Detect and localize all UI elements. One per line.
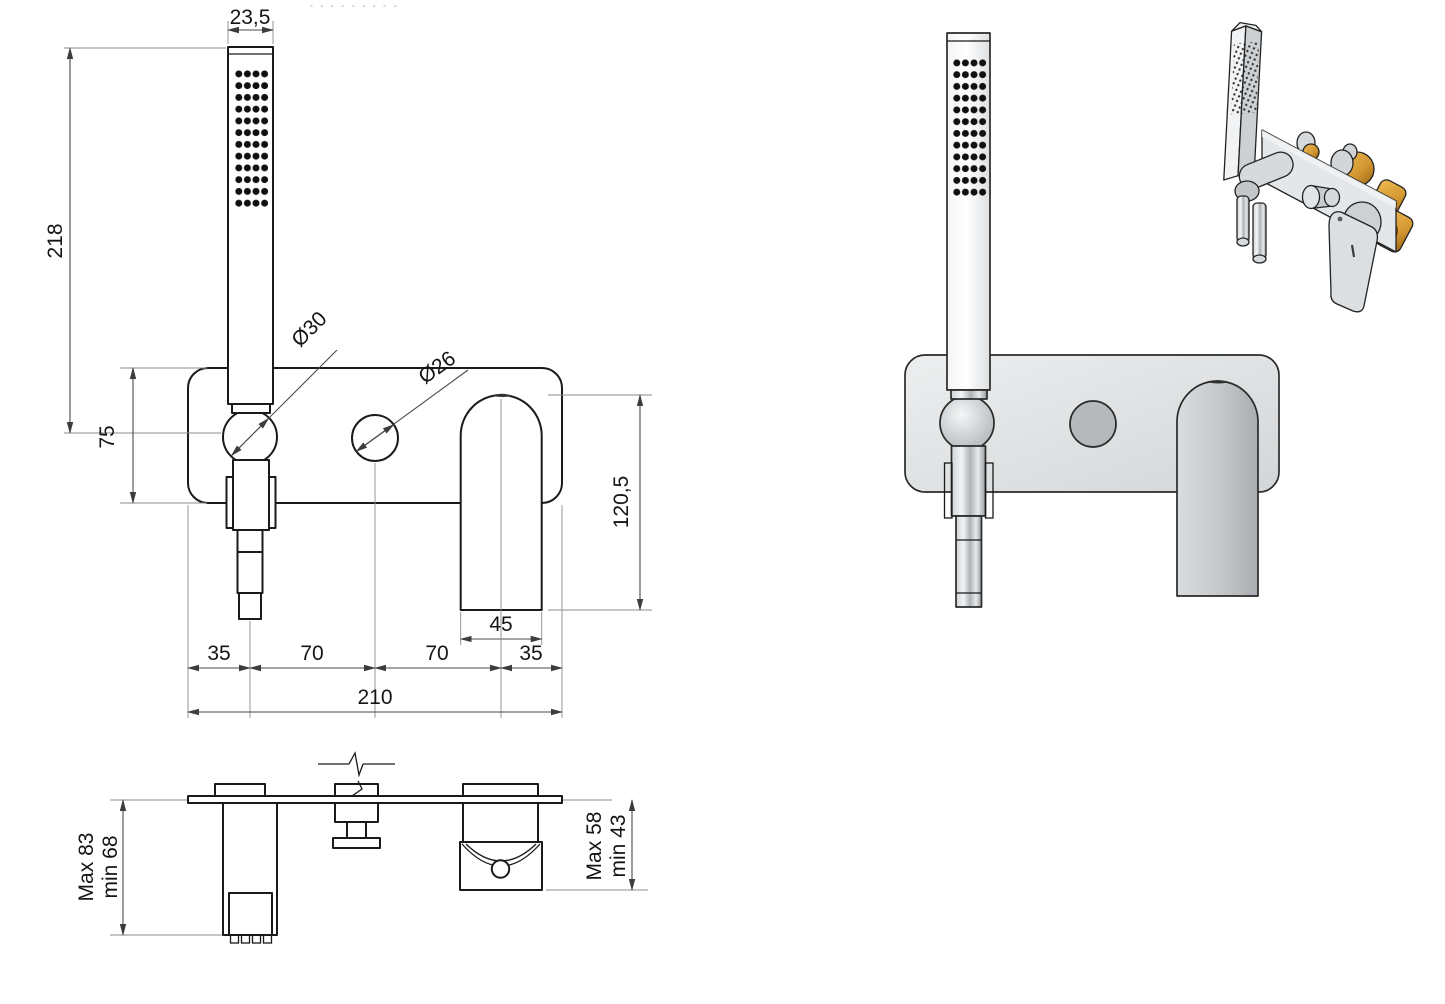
plate-edge-on — [187, 795, 563, 804]
spray-face-dots-shaded — [952, 57, 987, 198]
spray-face-dots — [234, 68, 269, 209]
leader-arrow — [355, 437, 376, 452]
end-tab — [240, 934, 251, 944]
hose-end — [238, 592, 262, 620]
diverter-shaded — [1069, 400, 1117, 448]
dim-depth-handle-min-label: min 43 — [607, 814, 630, 877]
dim-plate-height-label: 75 — [96, 425, 119, 448]
mixer-handle-shaded — [1176, 380, 1259, 597]
end-tab — [229, 934, 240, 944]
sleeve-wing-left-shaded — [943, 462, 953, 519]
diverter-stem-profile — [346, 821, 367, 839]
iso-holder-group — [1234, 151, 1294, 264]
iso-knob-back — [1323, 187, 1341, 208]
wand-hose-joint — [231, 403, 271, 414]
sleeve-wing-right-shaded — [984, 462, 994, 519]
dim-depth-shower-min-label: min 68 — [99, 835, 122, 898]
iso-hose-2 — [1252, 202, 1267, 260]
diverter-base-profile — [334, 802, 379, 823]
iso-wand-top-cap — [1230, 21, 1263, 33]
diverter-cap-profile — [332, 837, 381, 849]
hose-shaded — [955, 515, 983, 608]
dim-35L-label: 35 — [207, 642, 230, 665]
bottom-section-view: Max 83 min 68 Max 58 min 43 — [75, 751, 648, 944]
iso-plate-highlight — [1262, 130, 1396, 208]
dim-depth-handle-max-label: Max 58 — [583, 812, 606, 881]
hose-segment-2 — [236, 551, 264, 594]
holder-end-box — [228, 892, 273, 936]
holder-ball-shaded — [939, 395, 995, 451]
shaded-front-view — [904, 32, 1280, 608]
iso-hose-2-end — [1252, 254, 1267, 264]
dim-35R-label: 35 — [519, 642, 542, 665]
handle-pin-circle — [490, 859, 511, 879]
holder-sleeve-shaded — [950, 445, 987, 517]
leader-arrow — [230, 436, 251, 457]
sleeve-wing-left — [225, 476, 234, 529]
end-tab — [251, 934, 262, 944]
iso-lever-slit — [1350, 244, 1356, 258]
dim-depth-shower-max-label: Max 83 — [75, 833, 98, 902]
iso-knob-face — [1301, 184, 1321, 210]
hose-segment-1 — [236, 529, 264, 553]
dim-holder-diameter-label: Ø30 — [287, 307, 331, 351]
isometric-view — [1223, 21, 1414, 313]
handle-notch-shaded — [1209, 380, 1228, 384]
iso-spray-texture — [1231, 41, 1260, 115]
dim-70R-label: 70 — [425, 642, 448, 665]
front-view-dimensions: 23,5 218 75 Ø30 Ø26 120,5 45 — [44, 6, 652, 718]
holder-sleeve — [232, 459, 270, 531]
dim-head-width-label: 23,5 — [230, 6, 271, 29]
dim-70L-label: 70 — [300, 642, 323, 665]
front-view — [187, 46, 563, 620]
handle-base-profile — [462, 802, 539, 843]
iso-holder-cylinder — [1238, 151, 1294, 190]
break-zigzag — [348, 751, 364, 778]
handle-notch — [493, 393, 512, 397]
end-tab — [262, 934, 273, 944]
sleeve-wing-right — [268, 476, 277, 529]
wand-hose-joint-shaded — [950, 389, 988, 400]
dim-handle-height-label: 120,5 — [610, 476, 633, 529]
iso-wand-group — [1223, 21, 1263, 181]
iso-lever — [1328, 211, 1379, 313]
iso-hose-1-end — [1236, 237, 1250, 247]
iso-hose-1 — [1236, 195, 1250, 243]
dim-total-width-label: 210 — [357, 686, 392, 709]
leader-arrow — [249, 417, 270, 438]
iso-lever-dot — [1337, 216, 1343, 222]
leader-arrow — [374, 424, 395, 439]
dim-column-height-label: 218 — [44, 223, 67, 258]
